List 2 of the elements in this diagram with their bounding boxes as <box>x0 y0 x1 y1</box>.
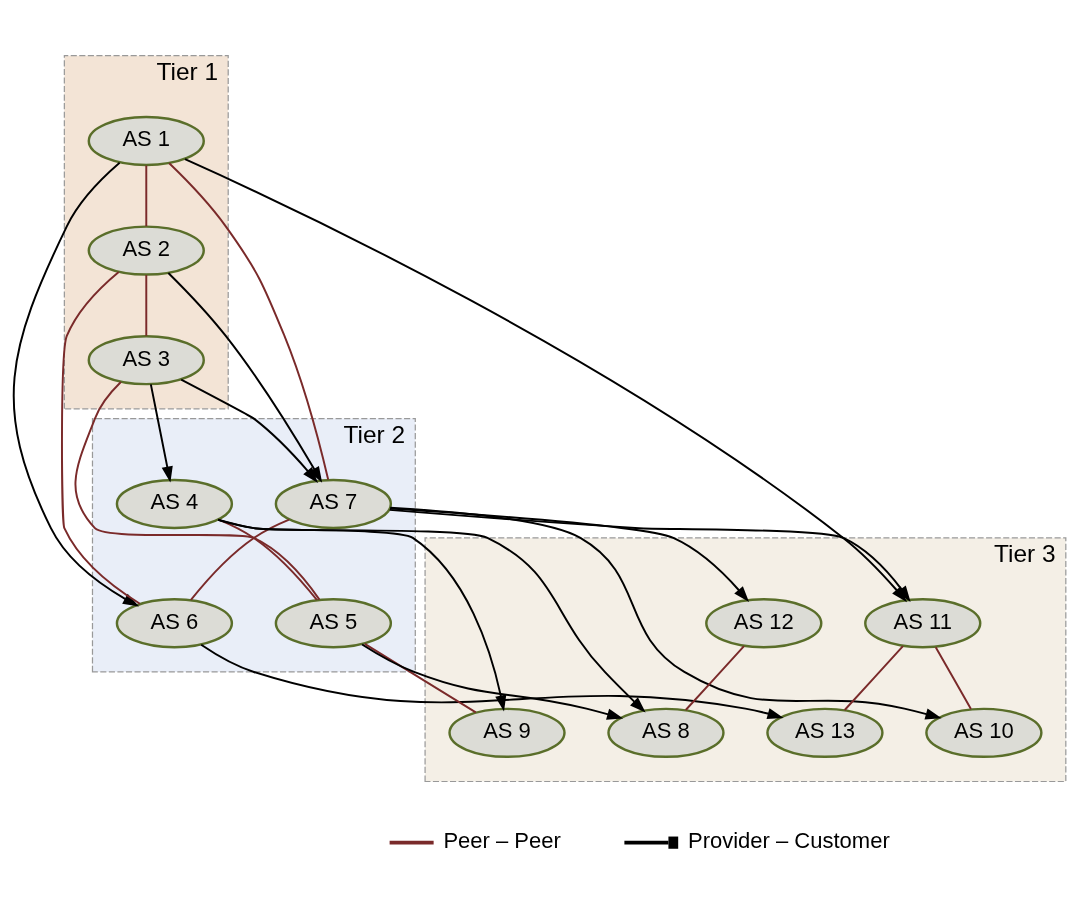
legend-label: Peer – Peer <box>443 827 561 853</box>
legend-label: Provider – Customer <box>687 827 890 853</box>
